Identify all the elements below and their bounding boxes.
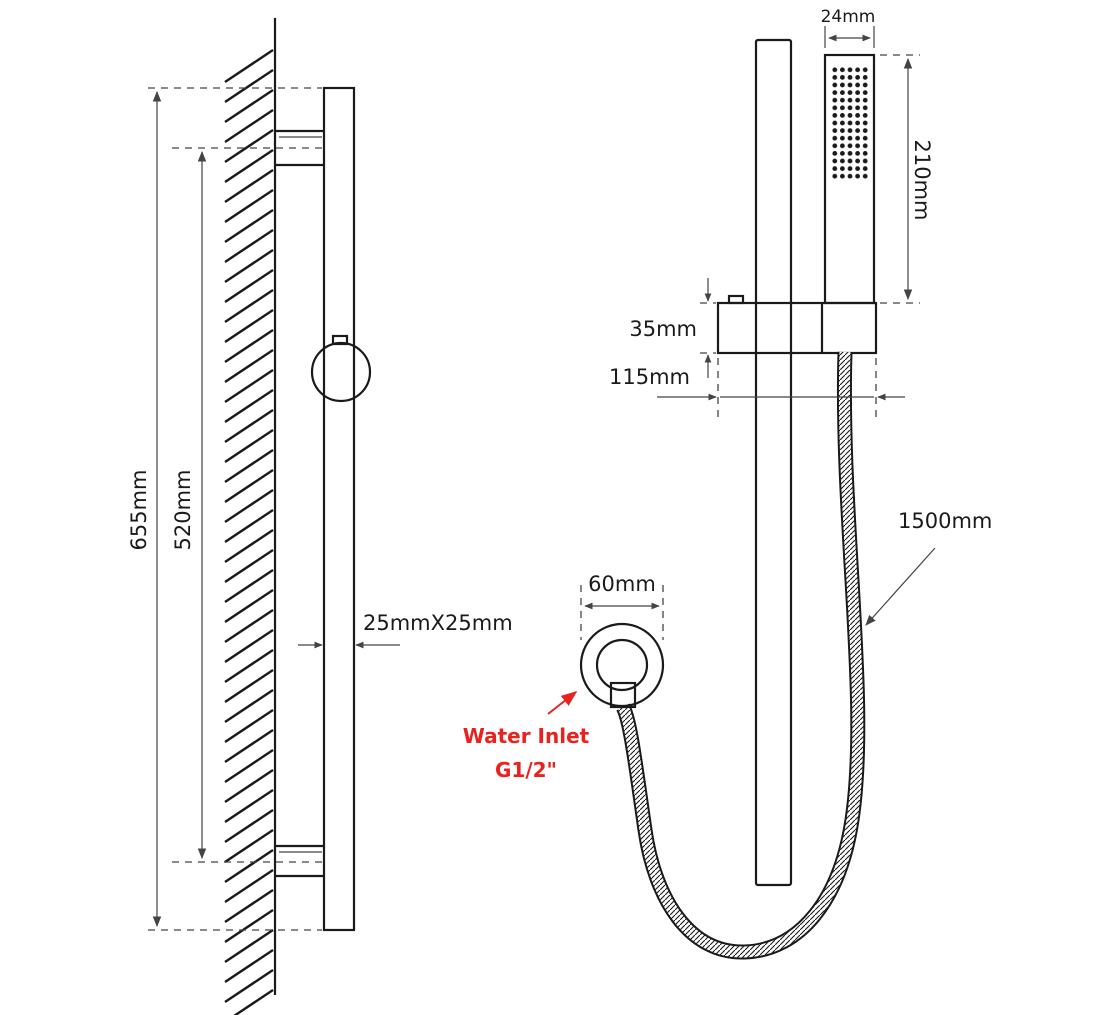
wall-elbow — [579, 622, 665, 709]
front-dimensions — [580, 26, 936, 640]
elbow-outlet — [609, 681, 637, 709]
shower-hose — [616, 351, 866, 960]
holder-button — [331, 334, 349, 346]
front-view-rail — [754, 38, 793, 887]
head-width-label: 24mm — [821, 7, 876, 27]
water-inlet-arrow — [547, 691, 578, 715]
elbow-flange — [579, 622, 665, 708]
wall — [224, 18, 277, 1015]
holder-body — [716, 301, 878, 355]
top-bracket — [275, 129, 324, 167]
slide-holder — [716, 294, 878, 355]
wall-hatching — [224, 49, 274, 1015]
hand-shower — [823, 53, 876, 305]
bracket-spacing-label: 520mm — [171, 470, 195, 551]
elbow-inner — [595, 638, 649, 692]
hose-length-label: 1500mm — [898, 509, 992, 533]
holder-depth-label: 115mm — [609, 365, 690, 389]
holder-button-front — [727, 294, 745, 305]
rail-section-label: 25mmX25mm — [363, 611, 513, 635]
holder-knob — [310, 341, 372, 403]
total-height-label: 655mm — [127, 470, 151, 551]
water-inlet-label: Water Inlet — [463, 724, 590, 748]
bottom-bracket — [275, 844, 324, 878]
spray-nozzles — [831, 66, 869, 180]
side-dimensions — [148, 87, 400, 931]
side-view-rail — [275, 86, 372, 932]
elbow-diameter-label: 60mm — [588, 572, 656, 596]
head-length-label: 210mm — [910, 140, 934, 221]
water-inlet-thread-label: G1/2" — [495, 758, 557, 782]
holder-height-label: 35mm — [629, 317, 697, 341]
